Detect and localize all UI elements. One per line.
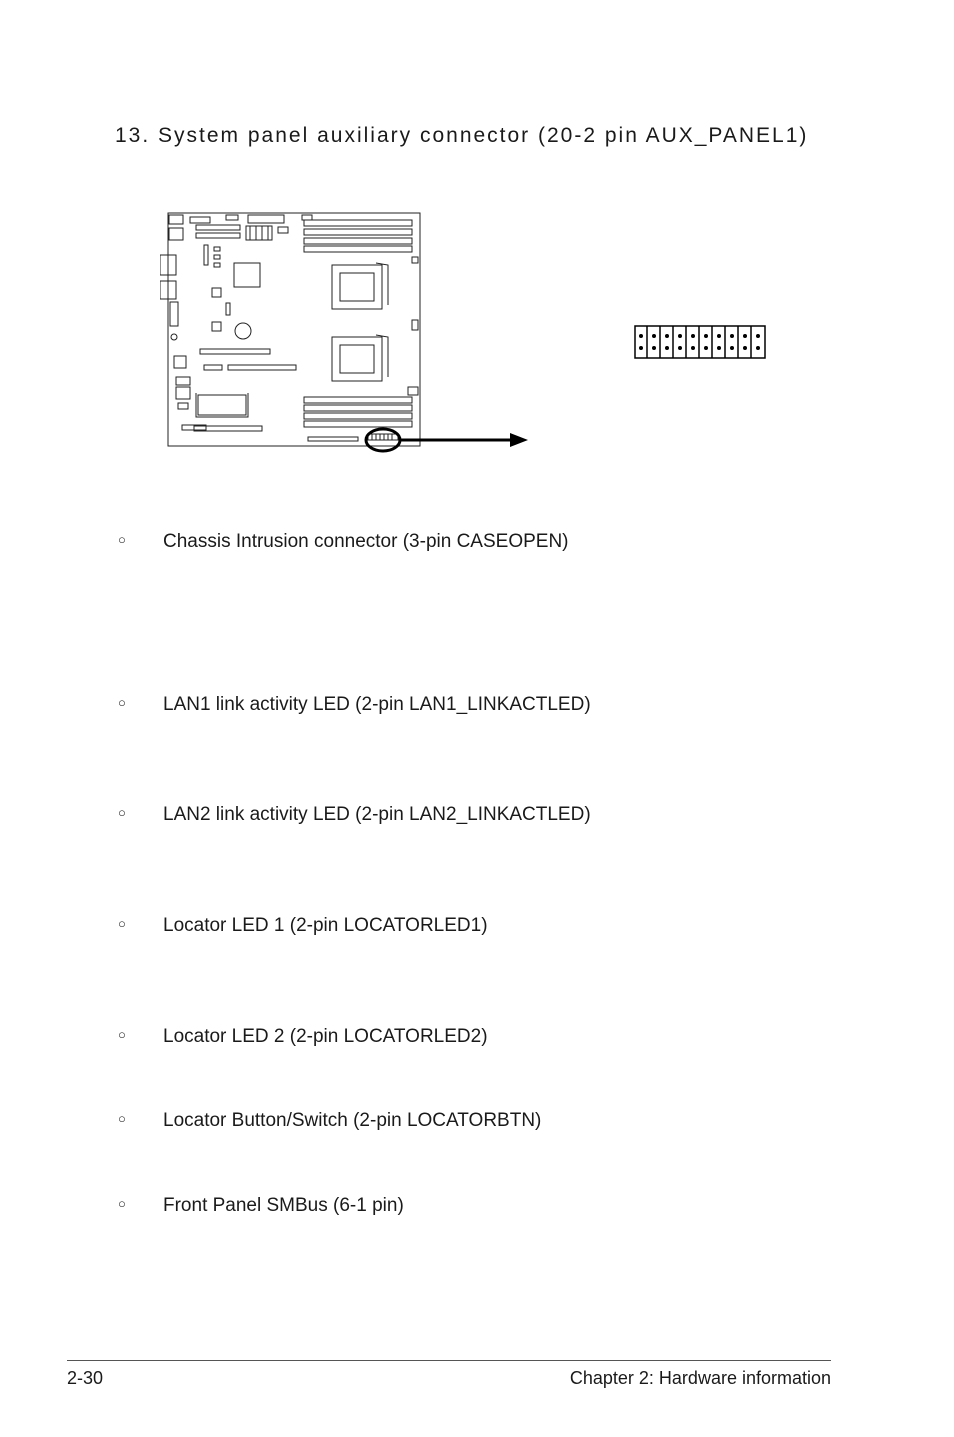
chapter-title: Chapter 2: Hardware information	[569, 1368, 831, 1388]
bullet-icon: ○	[118, 532, 126, 547]
bullet-icon: ○	[118, 916, 126, 931]
item-locator-button: Locator Button/Switch (2-pin LOCATORBTN)	[163, 1110, 542, 1131]
item-front-panel-smbus: Front Panel SMBus (6-1 pin)	[163, 1195, 404, 1216]
arrow-head-icon	[510, 433, 528, 447]
bullet-icon: ○	[118, 1027, 126, 1042]
bullet-icon: ○	[118, 695, 126, 710]
item-locator-led1: Locator LED 1 (2-pin LOCATORLED1)	[163, 915, 488, 936]
aux-panel-pin-header	[634, 325, 766, 359]
item-caseopen: Chassis Intrusion connector (3-pin CASEO…	[163, 531, 569, 552]
item-locator-led2: Locator LED 2 (2-pin LOCATORLED2)	[163, 1026, 488, 1047]
bullet-icon: ○	[118, 1111, 126, 1126]
footer-divider	[67, 1360, 831, 1361]
motherboard-layout-diagram	[160, 212, 766, 453]
page-number: 2-30	[67, 1368, 104, 1388]
bullet-icon: ○	[118, 1196, 126, 1211]
bullet-icon: ○	[118, 805, 126, 820]
item-lan2-link-led: LAN2 link activity LED (2-pin LAN2_LINKA…	[163, 804, 591, 825]
item-lan1-link-led: LAN1 link activity LED (2-pin LAN1_LINKA…	[163, 694, 591, 715]
section-heading: 13. System panel auxiliary connector (20…	[115, 124, 809, 147]
motherboard-outline	[167, 212, 421, 447]
